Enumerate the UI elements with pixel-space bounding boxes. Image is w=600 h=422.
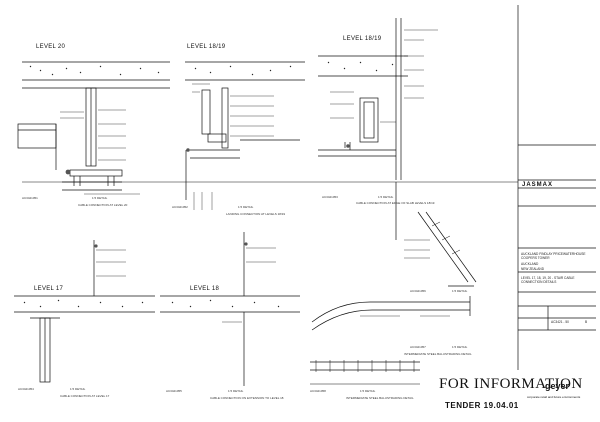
detail-ref: AC3421053 — [322, 195, 338, 199]
detail-title: INTERMEDIATE STEEL BALUSTRADING DETAIL — [404, 352, 472, 356]
drawing-title: LEVEL 17, 18, 19, 20 - STAIR CABLE CONNE… — [521, 276, 575, 284]
detail-scale: 1:5 DETAIL — [360, 389, 376, 393]
detail-ref: AC3421058 — [310, 389, 326, 393]
tender-stamp: TENDER 19.04.01 — [445, 401, 519, 410]
detail-level-18-drawing — [160, 232, 300, 386]
detail-scale: 1:5 DETAIL — [452, 345, 468, 349]
detail-level-18-19-landing-drawing — [185, 61, 305, 210]
drawing-revision: B — [585, 320, 588, 324]
detail-scale: 1:5 DETAIL — [378, 195, 394, 199]
geyer-logo: geyer — [545, 381, 570, 391]
detail-steel-incline-drawing — [395, 182, 477, 287]
detail-ref: AC3421052 — [172, 205, 188, 209]
detail-balustrade-elevation-drawing — [310, 360, 420, 385]
detail-scale: 1:5 DETAIL — [228, 389, 244, 393]
detail-title: CABLE CONNECTION AT EDGE OF SLAB LEVELS … — [356, 201, 435, 205]
level-18-19-edge-label: LEVEL 18/19 — [343, 36, 382, 42]
detail-title: INTERMEDIATE STEEL BALUSTRADING DETAIL — [346, 396, 414, 400]
detail-level-18-19-edge-drawing — [318, 18, 438, 180]
drawing-number: AC3421 - 50 — [551, 320, 569, 324]
level-20-label: LEVEL 20 — [36, 44, 66, 50]
detail-balustrade-curve-drawing — [311, 296, 471, 331]
project-name: AUCKLAND FINDLAY PRICEWATERHOUSE COOPERS… — [521, 252, 586, 260]
detail-scale: 1:5 DETAIL — [70, 387, 86, 391]
detail-scale: 1:5 DETAIL — [238, 205, 254, 209]
detail-scale: 1:5 DETAIL — [92, 196, 108, 200]
detail-title: CABLE CONNECTION AT LEVEL 20 — [78, 203, 128, 207]
detail-title: LANDING CONNECTION AT LEVELS 18/19 — [226, 212, 286, 216]
detail-ref: AC3421054 — [18, 387, 34, 391]
detail-level-17-drawing — [14, 240, 155, 383]
detail-scale: 1:5 DETAIL — [452, 289, 468, 293]
geyer-tagline: corporate retail and future environments — [527, 395, 581, 399]
level-17-label: LEVEL 17 — [34, 286, 64, 292]
detail-ref: AC3421056 — [410, 289, 426, 293]
detail-level-20-drawing — [17, 61, 170, 195]
detail-title: CABLE CONNECTION ON EXTENSION TO LEVEL 1… — [210, 396, 284, 400]
detail-ref: AC3421051 — [22, 196, 38, 200]
for-information-stamp: FOR INFORMATION — [439, 376, 583, 392]
detail-ref: AC3421055 — [166, 389, 182, 393]
title-block-frame — [517, 5, 596, 370]
project-country: NEW ZEALAND — [521, 267, 545, 271]
level-18-19-label: LEVEL 18/19 — [187, 44, 226, 50]
project-city: AUCKLAND — [521, 262, 539, 266]
detail-ref: AC3421057 — [410, 345, 426, 349]
detail-title: CABLE CONNECTION AT LEVEL 17 — [60, 394, 110, 398]
architect-logo: JASMAX — [522, 182, 554, 188]
level-18-label: LEVEL 18 — [190, 286, 220, 292]
